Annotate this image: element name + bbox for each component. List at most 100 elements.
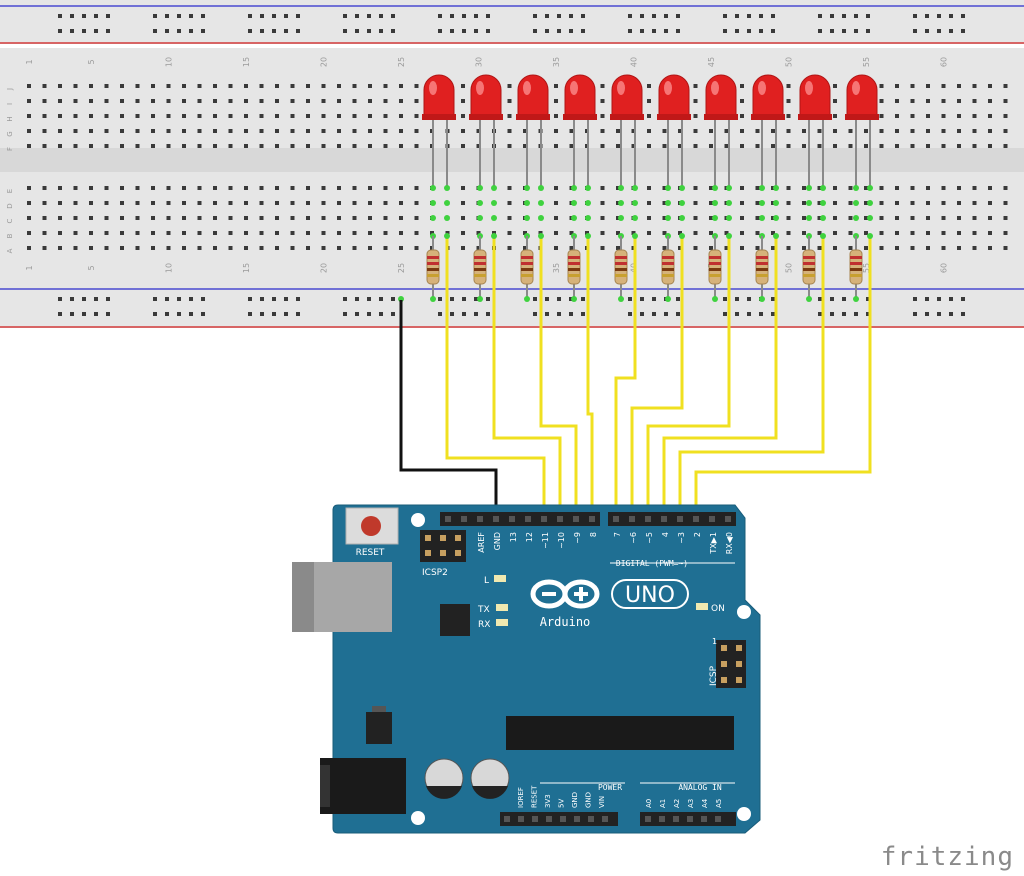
header-pin[interactable] [461, 516, 467, 522]
icsp2-header [420, 530, 466, 562]
breadboard-hole [290, 99, 295, 103]
header-pin[interactable] [693, 516, 699, 522]
breadboard-hole [476, 231, 481, 235]
header-pin[interactable] [673, 816, 679, 822]
header-pin[interactable] [588, 816, 594, 822]
breadboard-hole [197, 216, 202, 220]
header-pin[interactable] [645, 816, 651, 822]
breadboard-hole [678, 129, 682, 133]
breadboard-hole [399, 216, 403, 220]
breadboard-hole [166, 246, 171, 250]
connection-dot [773, 200, 779, 206]
header-pin[interactable] [518, 816, 524, 822]
resistors [426, 236, 863, 302]
resistor [520, 249, 534, 285]
breadboard-hole [166, 99, 171, 103]
breadboard-hole [321, 246, 326, 250]
resistor-band [568, 274, 580, 277]
header-pin[interactable] [701, 816, 707, 822]
connection-dot [773, 185, 779, 191]
rail-hole [58, 29, 62, 33]
dc-power-jack [320, 758, 406, 814]
connection-dot [759, 200, 765, 206]
header-pin[interactable] [574, 816, 580, 822]
header-pin[interactable] [602, 816, 608, 822]
rail-hole [284, 29, 288, 33]
header-pin[interactable] [573, 516, 579, 522]
resistor-band [756, 262, 768, 265]
breadboard-hole [104, 201, 109, 205]
header-pin[interactable] [546, 816, 552, 822]
header-pin[interactable] [661, 516, 667, 522]
header-pin[interactable] [445, 516, 451, 522]
header-pin[interactable] [525, 516, 531, 522]
breadboard-hole [600, 216, 605, 220]
rail-hole [272, 14, 276, 18]
breadboard-hole [89, 114, 93, 118]
header-pin[interactable] [541, 516, 547, 522]
breadboard-hole [275, 231, 279, 235]
header-pin[interactable] [532, 816, 538, 822]
breadboard-hole [724, 144, 729, 148]
connection-dot [726, 233, 732, 239]
header-pin[interactable] [477, 516, 483, 522]
breadboard-hole [166, 231, 171, 235]
rail-hole [913, 312, 917, 316]
breadboard-hole [848, 129, 853, 133]
header-pin[interactable] [709, 516, 715, 522]
breadboard-hole [864, 144, 868, 148]
header-pin[interactable] [589, 516, 595, 522]
rail-hole [450, 297, 454, 301]
header-pin[interactable] [715, 816, 721, 822]
breadboard-hole [151, 84, 155, 88]
pin-label: ~3 [677, 532, 686, 544]
breadboard-hole [848, 231, 853, 235]
resistor-band [850, 274, 862, 277]
connection-dot [538, 200, 544, 206]
led-highlight [523, 81, 531, 95]
breadboard-hole [879, 144, 884, 148]
rail-hole [735, 312, 739, 316]
resistor [614, 249, 628, 285]
rail-hole [640, 29, 644, 33]
breadboard-hole [523, 246, 527, 250]
reset-button[interactable] [361, 516, 381, 536]
breadboard-hole [321, 84, 326, 88]
breadboard-hole [58, 129, 62, 133]
header-pin[interactable] [613, 516, 619, 522]
connection-dot [524, 200, 530, 206]
column-label: 45 [707, 57, 716, 67]
rail-hole [533, 312, 537, 316]
rail-hole [533, 29, 537, 33]
breadboard-hole [73, 231, 78, 235]
header-pin[interactable] [659, 816, 665, 822]
rail-hole [581, 312, 585, 316]
breadboard-hole [569, 144, 574, 148]
header-pin[interactable] [645, 516, 651, 522]
breadboard-hole [786, 129, 791, 133]
breadboard-hole [910, 216, 915, 220]
breadboard-hole [662, 144, 667, 148]
rail-hole [189, 29, 193, 33]
breadboard-hole [972, 186, 977, 190]
connection-dot [867, 233, 873, 239]
header-pin[interactable] [725, 516, 731, 522]
header-pin[interactable] [509, 516, 515, 522]
header-pin[interactable] [560, 816, 566, 822]
header-pin[interactable] [629, 516, 635, 522]
column-label: 20 [320, 57, 329, 67]
connection-dot [585, 185, 591, 191]
breadboard-hole [972, 99, 977, 103]
breadboard-hole [647, 114, 651, 118]
breadboard-hole [337, 246, 341, 250]
header-pin[interactable] [493, 516, 499, 522]
pin-label: VIN [598, 796, 606, 808]
header-pin[interactable] [677, 516, 683, 522]
breadboard-hole [399, 186, 403, 190]
header-pin[interactable] [504, 816, 510, 822]
header-pin[interactable] [557, 516, 563, 522]
rail-hole [391, 29, 395, 33]
header-pin[interactable] [687, 816, 693, 822]
breadboard-hole [383, 231, 388, 235]
